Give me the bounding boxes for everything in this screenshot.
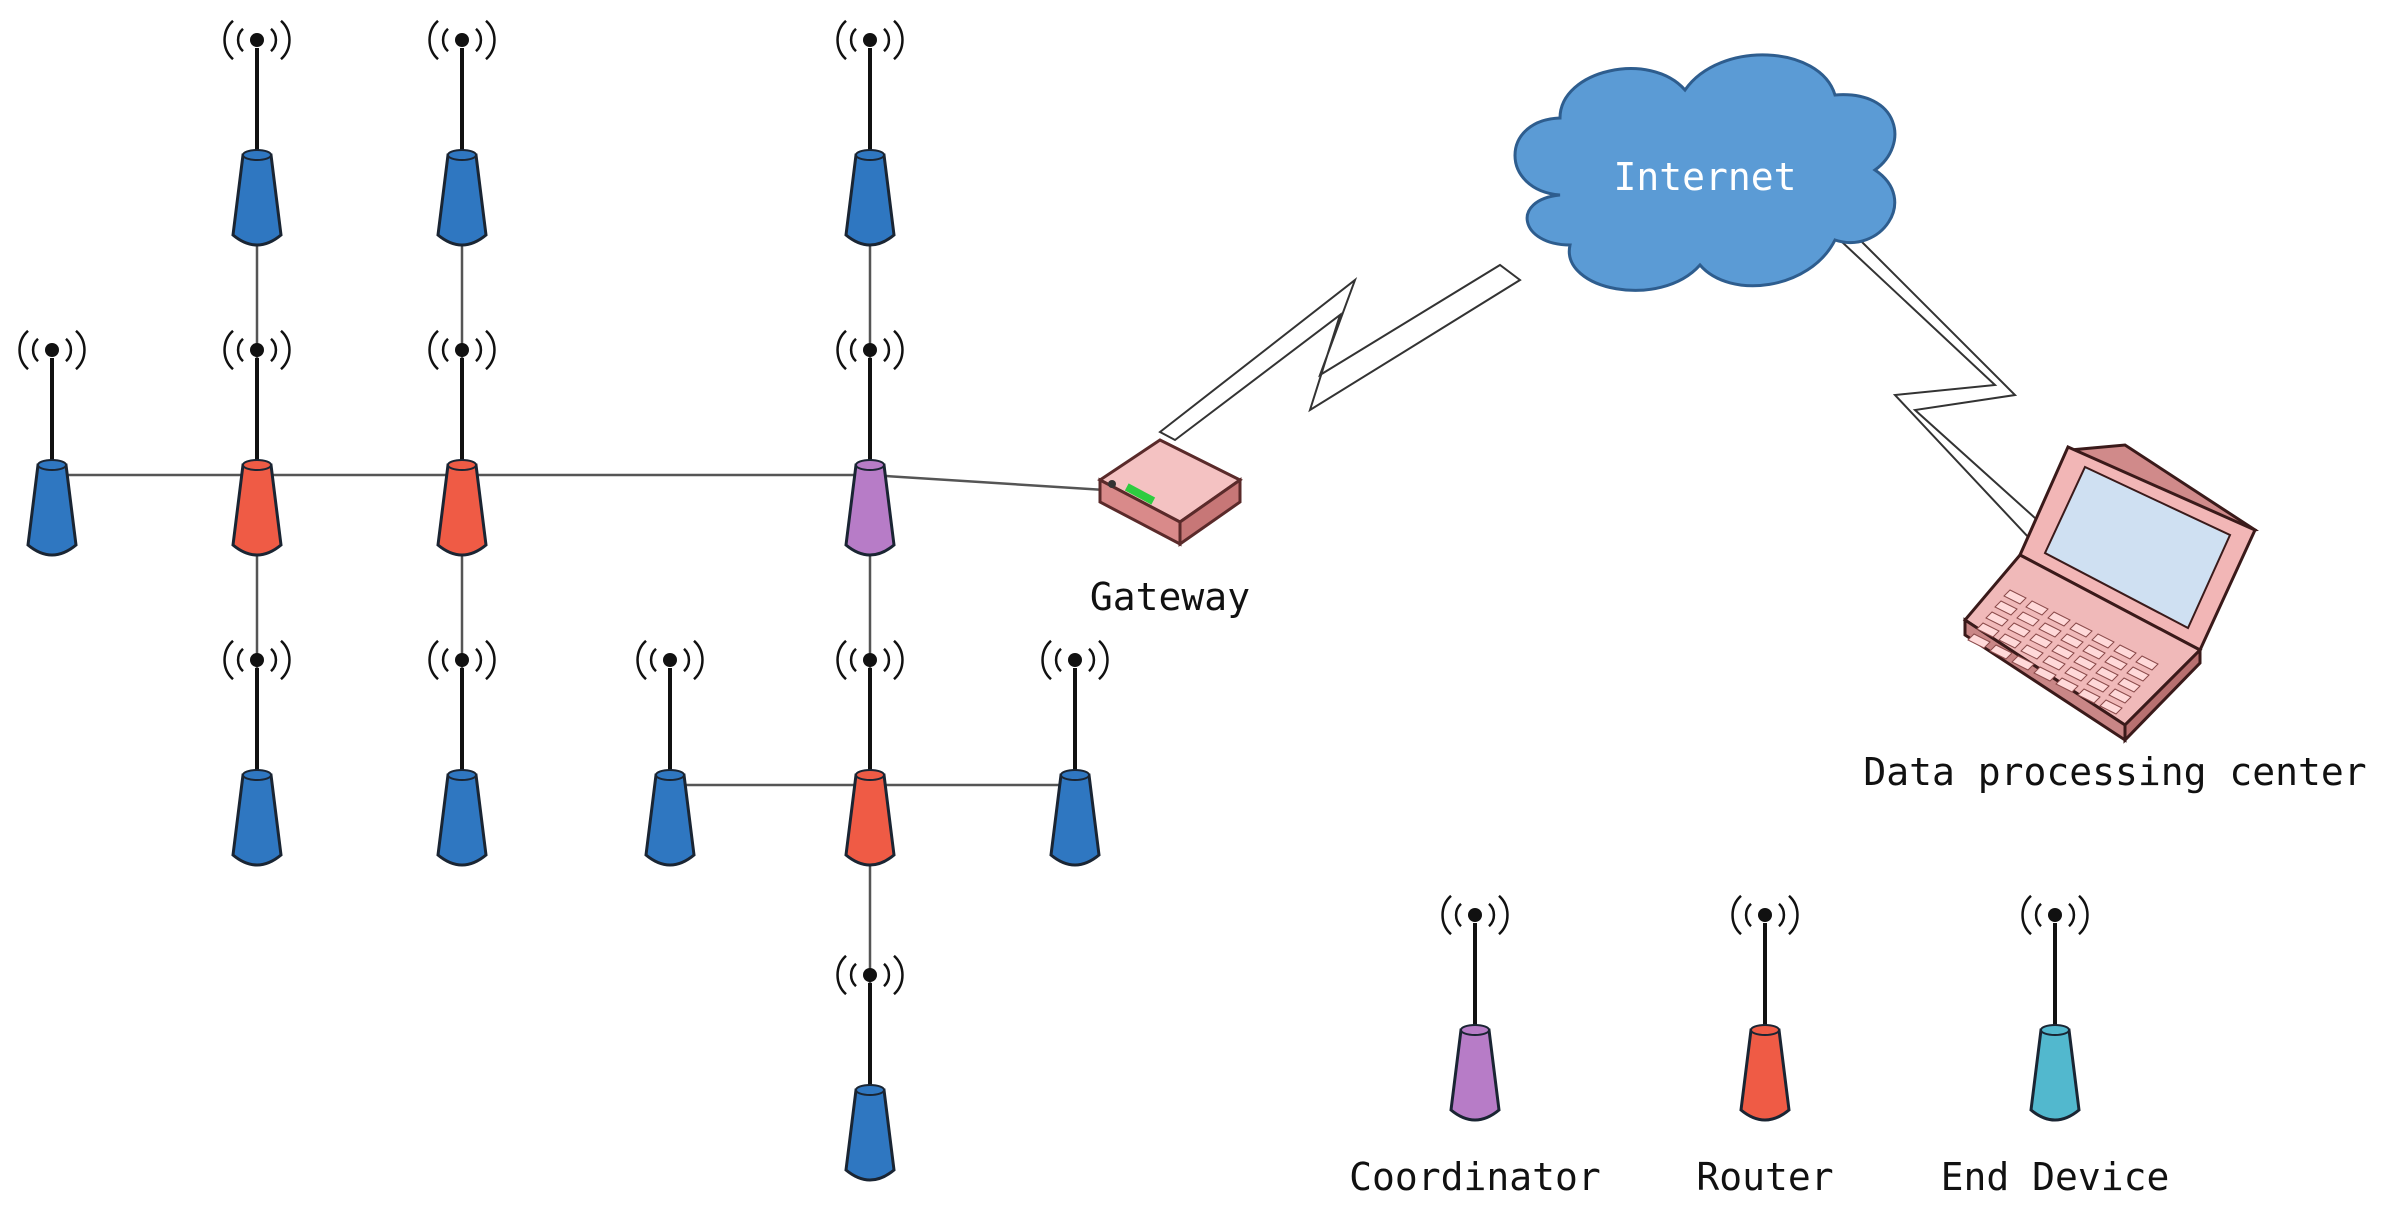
node-end-device-e5 <box>223 639 291 867</box>
node-layer <box>18 19 1109 1182</box>
legend-label-end-device: End Device <box>1941 1155 2170 1199</box>
link-c1-gateway <box>869 473 1106 492</box>
gateway-label: Gateway <box>1090 575 1250 619</box>
link-layer <box>52 165 1106 1100</box>
legend-label-coordinator: Coordinator <box>1349 1155 1601 1199</box>
node-end-device-e4 <box>18 329 86 557</box>
node-end-device-e1 <box>223 19 291 247</box>
internet-cloud: Internet <box>1513 53 1897 292</box>
legend: Coordinator Router End Device <box>1349 894 2170 1199</box>
node-end-device-e8 <box>1041 639 1109 867</box>
legend-item-coordinator: Coordinator <box>1349 894 1601 1199</box>
gateway-device <box>1097 438 1243 547</box>
gateway-internet-wireless-link <box>1158 263 1522 442</box>
node-end-device-e6 <box>428 639 496 867</box>
legend-label-router: Router <box>1696 1155 1833 1199</box>
node-router-r3 <box>836 639 904 867</box>
node-router-r1 <box>223 329 291 557</box>
node-end-device-e7 <box>636 639 704 867</box>
node-end-device-e9 <box>836 954 904 1182</box>
internet-laptop-wireless-link <box>1840 233 2067 557</box>
laptop-icon <box>1962 443 2259 744</box>
node-end-device-e2 <box>428 19 496 247</box>
node-router-r2 <box>428 329 496 557</box>
data-center-label: Data processing center <box>1863 750 2366 794</box>
internet-label: Internet <box>1613 155 1796 199</box>
legend-item-end-device: End Device <box>1941 894 2170 1199</box>
legend-item-router: Router <box>1696 894 1834 1199</box>
node-end-device-e3 <box>836 19 904 247</box>
node-coordinator-c1 <box>836 329 904 557</box>
